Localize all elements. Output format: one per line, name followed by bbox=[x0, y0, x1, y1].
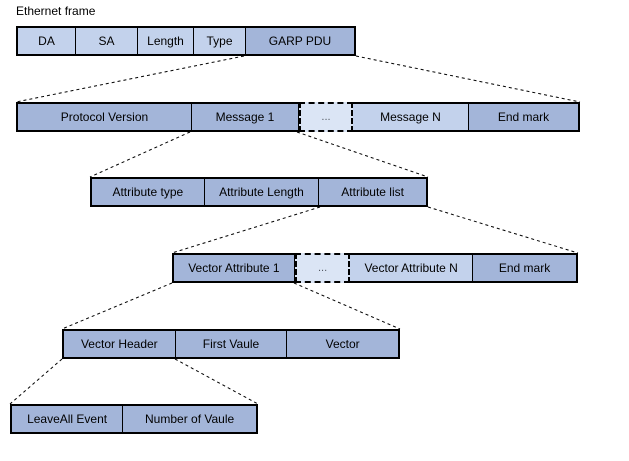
cell-vector-attribute-1[interactable]: Vector Attribute 1 bbox=[174, 255, 295, 281]
message-row: Attribute type Attribute Length Attribut… bbox=[90, 177, 428, 207]
cell-end-mark-message[interactable]: End mark bbox=[469, 104, 578, 130]
cell-attribute-list[interactable]: Attribute list bbox=[319, 179, 426, 205]
connector-garp-pdu-right bbox=[355, 55, 581, 103]
cell-da[interactable]: DA bbox=[18, 28, 76, 54]
cell-length[interactable]: Length bbox=[138, 28, 194, 54]
vector-attribute-row: Vector Header First Vaule Vector bbox=[62, 329, 400, 359]
cell-leaveall-event[interactable]: LeaveAll Event bbox=[12, 406, 124, 432]
cell-garp-pdu[interactable]: GARP PDU bbox=[246, 28, 354, 54]
connector-message1-left bbox=[89, 131, 191, 178]
cell-message-ellipsis[interactable]: ... bbox=[299, 102, 353, 132]
cell-vector-attribute-n[interactable]: Vector Attribute N bbox=[350, 255, 474, 281]
cell-type[interactable]: Type bbox=[194, 28, 246, 54]
cell-sa[interactable]: SA bbox=[76, 28, 138, 54]
cell-message-1[interactable]: Message 1 bbox=[192, 104, 299, 130]
cell-vector-header[interactable]: Vector Header bbox=[64, 331, 176, 357]
connector-message1-right bbox=[296, 131, 429, 178]
connector-attrlist-right bbox=[427, 206, 579, 254]
cell-number-of-vaule[interactable]: Number of Vaule bbox=[123, 406, 256, 432]
page-title: Ethernet frame bbox=[16, 4, 96, 18]
cell-vector[interactable]: Vector bbox=[287, 331, 399, 357]
cell-protocol-version[interactable]: Protocol Version bbox=[18, 104, 192, 130]
cell-message-n[interactable]: Message N bbox=[353, 104, 469, 130]
cell-attribute-type[interactable]: Attribute type bbox=[92, 179, 205, 205]
cell-attribute-length[interactable]: Attribute Length bbox=[204, 179, 320, 205]
vector-header-row: LeaveAll Event Number of Vaule bbox=[10, 404, 258, 434]
cell-first-vaule[interactable]: First Vaule bbox=[175, 331, 288, 357]
attribute-list-row: Vector Attribute 1 ... Vector Attribute … bbox=[172, 253, 578, 283]
cell-end-mark-vector[interactable]: End mark bbox=[473, 255, 576, 281]
connector-vecheader-right bbox=[174, 358, 259, 405]
connector-vecattr1-right bbox=[293, 282, 401, 330]
connector-vecheader-left bbox=[9, 358, 63, 405]
cell-vector-attribute-ellipsis[interactable]: ... bbox=[294, 253, 351, 283]
connector-attrlist-left bbox=[171, 206, 321, 254]
connector-garp-pdu-left bbox=[15, 55, 245, 103]
connector-vecattr1-left bbox=[61, 282, 173, 330]
ethernet-frame-row: DA SA Length Type GARP PDU bbox=[16, 26, 356, 56]
garp-pdu-row: Protocol Version Message 1 ... Message N… bbox=[16, 102, 580, 132]
